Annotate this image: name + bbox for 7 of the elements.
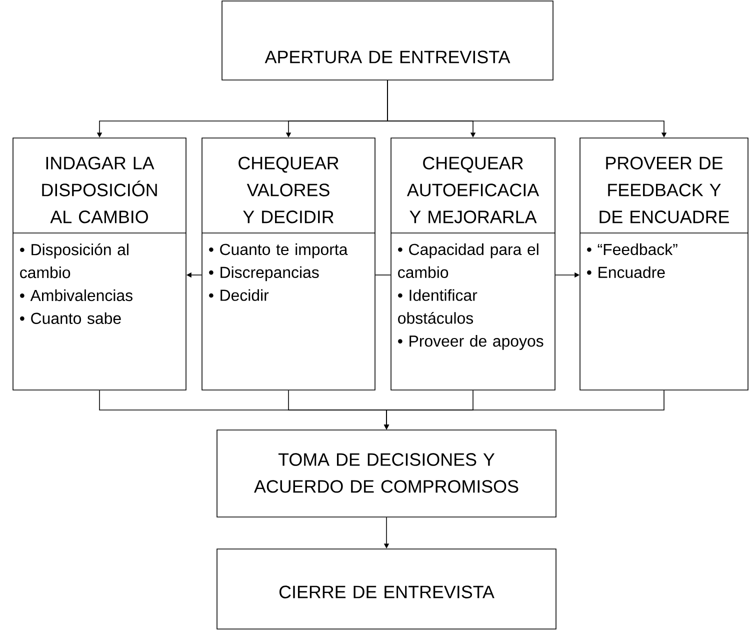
process-box: APERTURA DE ENTREVISTA (222, 0, 554, 80)
process-box: PROVEER DE FEEDBACK Y DE ENCUADRE • “Feedback” • Encuadre (580, 138, 748, 390)
process-box: TOMA DE DECISIONES Y ACUERDO DE COMPROMISOS (216, 430, 556, 518)
process-box: CIERRE DE ENTREVISTA (216, 548, 556, 630)
process-box: INDAGAR LA DISPOSICIÓN AL CAMBIO • Disposición al cambio • Ambivalencias • Cuanto sabe (12, 138, 186, 390)
process-box: CHEQUEAR VALORES Y DECIDIR • Cuanto te importa • Discrepancias • Decidir (202, 138, 376, 390)
process-box: CHEQUEAR AUTOEFICACIA Y MEJORARLA • Capacidad para el cambio • Identificar obstáculos • Proveer de apoyos (390, 138, 556, 390)
